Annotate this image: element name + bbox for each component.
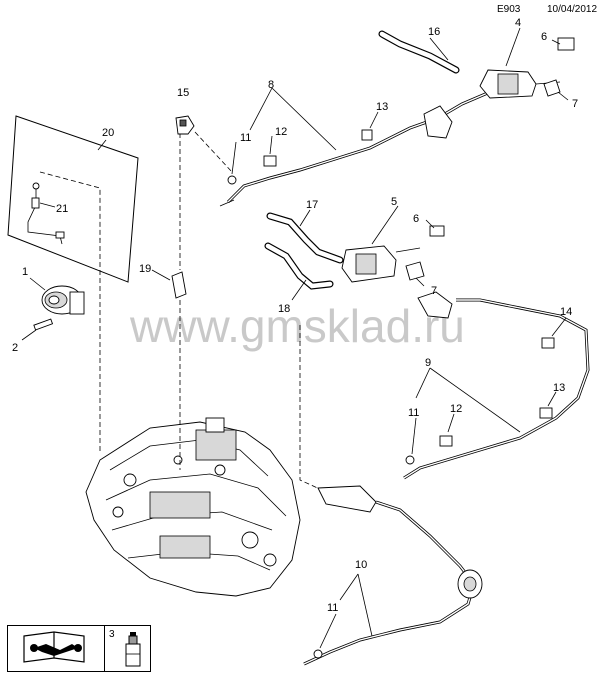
diagram-date: 10/04/2012	[547, 4, 598, 15]
diagram-code: E903	[497, 4, 521, 15]
wrench-icon	[30, 644, 82, 656]
callout-6: 6	[541, 31, 547, 43]
callout-17: 17	[306, 199, 318, 211]
callout-2: 2	[12, 342, 18, 354]
sensor-15	[175, 115, 195, 135]
callout-15: 15	[177, 87, 189, 99]
callout-7: 7	[431, 285, 437, 297]
legend-box: 3	[7, 625, 151, 672]
bolt	[21, 318, 54, 341]
callout-8: 8	[268, 79, 274, 91]
master-cylinder-4	[378, 27, 575, 101]
legend-divider	[104, 626, 105, 671]
callout-11: 11	[327, 602, 338, 614]
legend-part-number: 3	[109, 629, 115, 640]
callout-1: 1	[22, 266, 28, 278]
callout-19: 19	[139, 263, 151, 275]
callout-21: 21	[56, 203, 68, 215]
callout-12: 12	[450, 403, 462, 415]
callout-18: 18	[278, 303, 290, 315]
callout-5: 5	[391, 196, 397, 208]
callout-11: 11	[240, 132, 251, 144]
callout-13: 13	[553, 382, 565, 394]
callout-11: 11	[408, 407, 419, 419]
master-cylinder-5	[264, 205, 445, 301]
callout-6: 6	[413, 213, 419, 225]
fitting-19	[151, 269, 187, 299]
callout-numbers: 1 2 4 5 6 6 7 7 8 9 10 11 11 11 12 12 13…	[12, 17, 578, 614]
watermark: www.gmsklad.ru	[129, 300, 465, 352]
callout-20: 20	[102, 127, 114, 139]
callout-13: 13	[376, 101, 388, 113]
callout-9: 9	[425, 357, 431, 369]
clutch-line-10	[303, 485, 483, 666]
fluid-bottle-icon	[125, 632, 141, 667]
callout-4: 4	[515, 17, 521, 29]
callout-14: 14	[560, 306, 572, 318]
callout-10: 10	[355, 559, 367, 571]
clutch-line-8	[219, 87, 491, 207]
callout-7: 7	[572, 98, 578, 110]
callout-16: 16	[428, 26, 440, 38]
inset-panel	[7, 115, 139, 283]
transmission-housing	[85, 417, 301, 597]
clutch-line-9	[403, 291, 590, 480]
callout-12: 12	[275, 126, 287, 138]
manual-book-icon	[23, 631, 85, 663]
release-bearing	[29, 277, 85, 315]
